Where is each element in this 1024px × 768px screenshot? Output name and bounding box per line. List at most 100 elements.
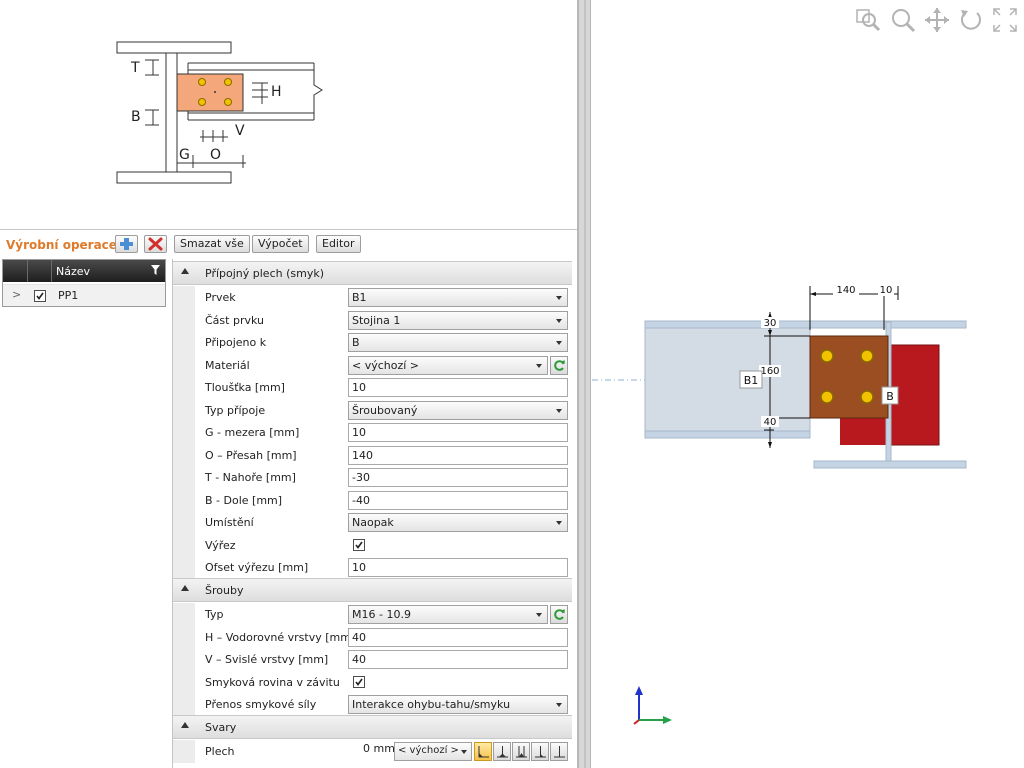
weld-butt-icon [516,746,527,758]
group-plate[interactable]: Přípojný plech (smyk) [173,261,572,285]
delete-operation-button[interactable] [144,235,167,253]
position-select[interactable]: Naopak [348,513,568,532]
property-row-weld-plate: Plech 0 mm < výchozí > [173,740,572,763]
weld-material-select[interactable]: < výchozí > [394,742,472,761]
axis-triad [633,686,672,725]
collapse-triangle-icon[interactable] [181,585,189,591]
schematic-label-o: O [210,147,222,163]
bottom-field[interactable]: -40 [348,490,568,510]
property-row-member: Prvek B1 [173,286,572,309]
h-rows-field[interactable]: 40 [348,627,568,647]
weld-size-field[interactable]: 0 mm [363,742,395,755]
red-x-icon [148,237,163,251]
connected-to-value: B [352,336,360,349]
operations-title: Výrobní operace [6,238,117,252]
property-row-gap: G - mezera [mm] 10 [173,421,572,444]
schematic-drawing [116,41,323,184]
schematic-label-g: G [179,147,190,163]
weld-type-fillet-button[interactable] [474,742,492,761]
property-row-bottom: B - Dole [mm] -40 [173,488,572,511]
schematic-label-v: V [235,123,245,139]
editor-button[interactable]: Editor [316,235,361,253]
weld-type-partial-button[interactable] [531,742,549,761]
bolt-type-select[interactable]: M16 - 10.9 [348,605,548,624]
group-bolts[interactable]: Šrouby [173,578,572,602]
notch-offset-field[interactable]: 10 [348,558,568,577]
bolt-refresh-button[interactable] [550,605,568,624]
refresh-icon [554,359,565,371]
left-panel: T B H V G O Výrobní operace Smazat vše [0,0,578,768]
calculate-button[interactable]: Výpočet [252,235,309,253]
weld-type-double-button[interactable] [493,742,511,761]
dropdown-arrow-icon [556,521,562,525]
property-label: V – Svislé vrstvy [mm] [205,653,329,666]
property-label: B - Dole [mm] [205,493,283,507]
schematic-label-t: T [131,60,140,76]
property-label: Výřez [205,538,236,552]
collapse-triangle-icon[interactable] [181,722,189,728]
weld-fillet-icon [478,746,489,758]
zoom-icon[interactable] [889,6,917,34]
material-value: < výchozí > [352,358,420,372]
property-row-connection-type: Typ přípoje Šroubovaný [173,398,572,421]
pan-icon[interactable] [923,6,951,34]
operations-list: Název > PP1 [2,259,166,307]
property-row-thickness: Tloušťka [mm] 10 [173,376,572,399]
dropdown-arrow-icon [536,363,542,368]
shear-transfer-select[interactable]: Interakce ohybu-tahu/smyku [348,695,568,714]
dropdown-arrow-icon [556,408,562,413]
property-label: Připojeno k [205,336,267,349]
delete-all-button[interactable]: Smazat vše [174,235,250,253]
shear-transfer-value: Interakce ohybu-tahu/smyku [352,698,511,711]
connected-to-select[interactable]: B [348,333,568,352]
model-view[interactable]: 140 10 30 160 40 B1 B [592,0,1024,768]
property-row-notch-offset: Ofset výřezu [mm] 10 [173,556,572,579]
beam-label: B1 [744,374,759,387]
expand-chevron-icon[interactable]: > [12,288,22,301]
material-select[interactable]: < výchozí > [348,355,548,375]
property-grid: Přípojný plech (smyk) Prvek B1 Část prvk… [172,259,572,768]
panel-splitter[interactable] [578,0,591,768]
dropdown-arrow-icon [536,613,542,617]
collapse-triangle-icon[interactable] [181,268,189,274]
dropdown-arrow-icon [556,703,562,707]
member-select[interactable]: B1 [348,288,568,307]
material-refresh-button[interactable] [550,355,568,375]
weld-type-butt-button[interactable] [512,742,530,761]
column-header-name[interactable]: Název [56,265,91,278]
dim-height: 160 [760,366,779,377]
property-row-top: T - Nahoře [mm] -30 [173,466,572,489]
column-label: B [886,390,894,403]
weld-partial-icon [535,746,546,758]
offset-field[interactable]: 140 [348,445,568,465]
property-row-bolt-type: Typ M16 - 10.9 [173,603,572,626]
property-row-shear-transfer: Přenos smykové síly Interakce ohybu-tahu… [173,693,572,716]
shear-plane-checkbox[interactable] [353,675,365,688]
notch-checkbox[interactable] [353,538,365,551]
add-operation-button[interactable] [115,235,138,253]
dropdown-arrow-icon [556,296,562,300]
operation-enabled-checkbox[interactable] [34,290,46,302]
rotate-icon[interactable] [957,6,985,34]
connection-schematic: T B H V G O [0,0,577,230]
group-welds[interactable]: Svary [173,715,572,739]
member-part-select[interactable]: Stojina 1 [348,310,568,330]
bolt-type-value: M16 - 10.9 [352,608,411,621]
weld-material-value: < výchozí > [398,745,459,756]
fullscreen-icon[interactable] [991,6,1019,34]
thickness-field[interactable]: 10 [348,378,568,397]
dropdown-arrow-icon [461,750,467,754]
weld-type-none-button[interactable] [550,742,568,761]
dropdown-arrow-icon [556,318,562,323]
member-part-value: Stojina 1 [352,313,401,327]
property-label: Plech [205,745,235,758]
list-item[interactable]: > PP1 [3,284,165,306]
v-rows-field[interactable]: 40 [348,650,568,669]
operations-toolbar: Výrobní operace Smazat vše Výpočet Edito… [0,232,577,256]
top-field[interactable]: -30 [348,468,568,487]
gap-field[interactable]: 10 [348,423,568,442]
zoom-window-icon[interactable] [855,6,883,34]
plus-icon [120,238,133,250]
connection-type-select[interactable]: Šroubovaný [348,400,568,420]
filter-icon[interactable] [151,265,160,275]
